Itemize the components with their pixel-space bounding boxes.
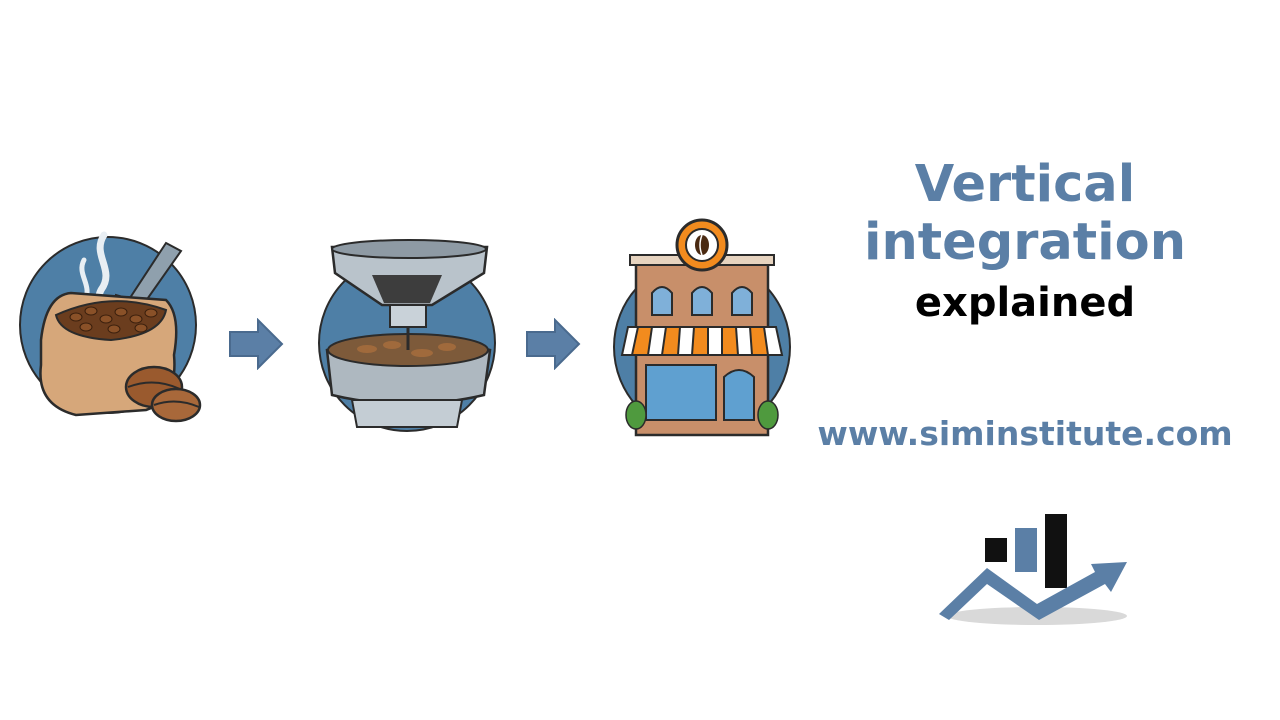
logo-bar-1 <box>985 538 1007 562</box>
logo-bar-2 <box>1015 528 1037 572</box>
right-arrow-icon <box>229 318 284 370</box>
coffee-shop-icon <box>613 218 791 437</box>
right-arrow-icon <box>526 318 581 370</box>
title-line-1: Vertical <box>914 155 1136 214</box>
title-line-3: explained <box>914 280 1136 326</box>
title-line-2: integration <box>863 213 1187 272</box>
coffee-beans-sack-icon <box>19 231 202 423</box>
website-link[interactable]: www.siminstitute.com <box>817 414 1233 453</box>
title-block: Vertical integration explained <box>800 150 1250 328</box>
coffee-roaster-icon <box>318 239 496 432</box>
siminstitute-logo-icon <box>939 514 1127 625</box>
logo-bar-3 <box>1045 514 1067 588</box>
